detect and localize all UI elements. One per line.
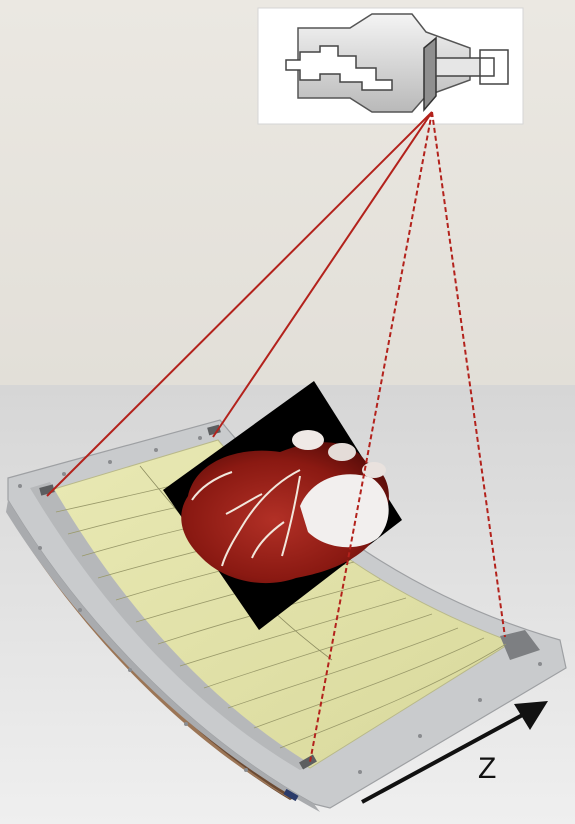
x-ray-tube-icon [258,8,523,124]
z-axis-label: Z [478,752,496,785]
